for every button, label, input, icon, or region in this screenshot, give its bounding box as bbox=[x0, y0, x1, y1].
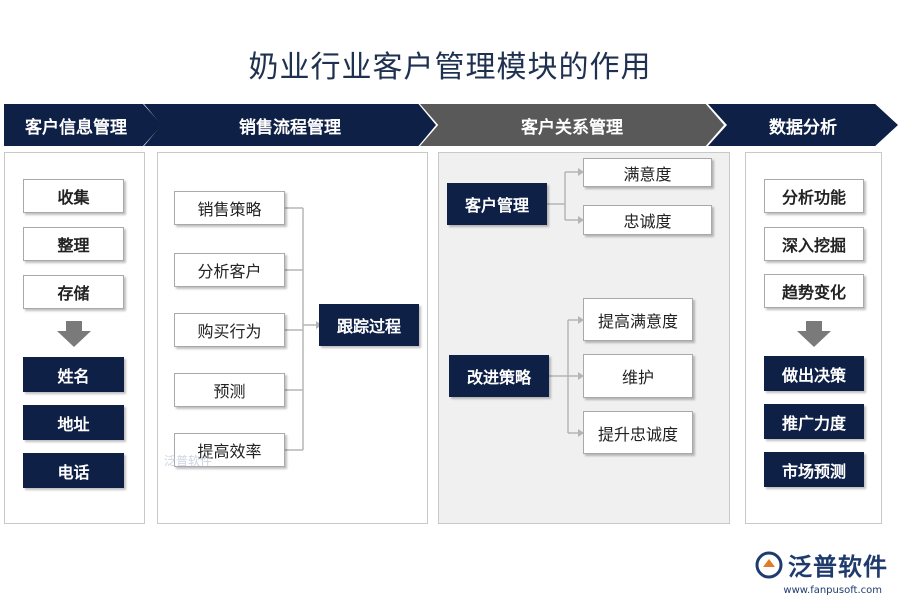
organize-box: 整理 bbox=[23, 227, 124, 261]
improve-strategy-box: 改进策略 bbox=[449, 355, 549, 397]
down-arrow-icon bbox=[57, 321, 91, 347]
header-customer-info: 客户信息管理 bbox=[4, 104, 162, 146]
satisfaction-box: 满意度 bbox=[583, 158, 712, 187]
customer-management-box: 客户管理 bbox=[447, 183, 547, 225]
header-customer-info-label: 客户信息管理 bbox=[25, 117, 127, 138]
sales-strategy-box: 销售策略 bbox=[174, 191, 285, 225]
name-box: 姓名 bbox=[23, 357, 124, 392]
diagram-title: 奶业行业客户管理模块的作用 bbox=[248, 50, 652, 85]
raise-loyalty-box: 提升忠诚度 bbox=[583, 411, 693, 454]
phone-box: 电话 bbox=[23, 453, 124, 488]
market-forecast-box: 市场预测 bbox=[764, 452, 864, 487]
header-sales-process-label: 销售流程管理 bbox=[239, 117, 341, 138]
address-box: 地址 bbox=[23, 405, 124, 440]
brand-logo: 泛普软件 bbox=[754, 547, 888, 582]
header-customer-relation: 客户关系管理 bbox=[420, 104, 724, 146]
deep-mining-box: 深入挖掘 bbox=[764, 227, 864, 261]
store-box: 存储 bbox=[23, 275, 124, 309]
forecast-box: 预测 bbox=[174, 373, 285, 407]
loyalty-box: 忠诚度 bbox=[583, 205, 712, 235]
make-decision-box: 做出决策 bbox=[764, 356, 864, 391]
logo-url: www.fanpusoft.com bbox=[783, 585, 882, 596]
purchase-behavior-box: 购买行为 bbox=[174, 313, 285, 347]
collect-box: 收集 bbox=[23, 179, 124, 213]
header-sales-process: 销售流程管理 bbox=[144, 104, 436, 146]
raise-satisfaction-box: 提高满意度 bbox=[583, 298, 693, 341]
header-customer-relation-label: 客户关系管理 bbox=[521, 117, 623, 138]
analysis-function-box: 分析功能 bbox=[764, 179, 864, 213]
watermark-text: 泛普软件 bbox=[164, 454, 213, 468]
maintain-box: 维护 bbox=[583, 354, 693, 398]
header-data-analysis: 数据分析 bbox=[708, 104, 898, 146]
trend-change-box: 趋势变化 bbox=[764, 274, 864, 308]
analyze-customer-box: 分析客户 bbox=[174, 253, 285, 287]
track-process-box: 跟踪过程 bbox=[319, 304, 419, 346]
header-data-analysis-label: 数据分析 bbox=[769, 117, 837, 138]
promotion-box: 推广力度 bbox=[764, 404, 864, 439]
improve-efficiency-box: 提高效率 bbox=[174, 433, 285, 467]
down-arrow-icon bbox=[797, 321, 831, 347]
logo-icon bbox=[755, 551, 783, 578]
logo-name: 泛普软件 bbox=[788, 553, 888, 581]
